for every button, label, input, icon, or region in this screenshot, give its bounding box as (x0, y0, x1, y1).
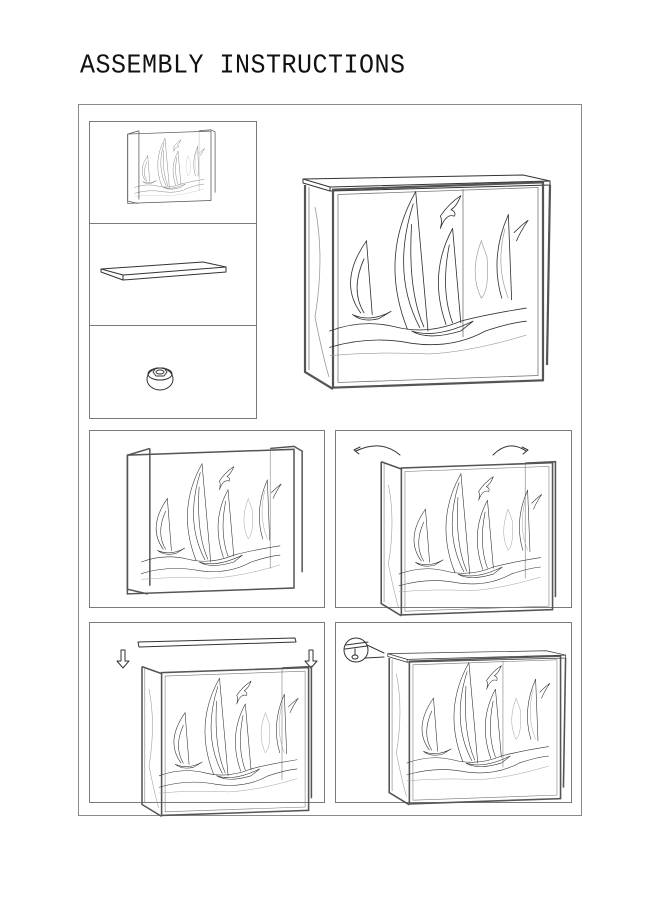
step-2-panel (335, 430, 572, 608)
down-arrow-left (116, 649, 130, 669)
rotate-arrow-right (492, 445, 529, 456)
folded-frame-icon (90, 431, 326, 609)
foot-icon (146, 367, 174, 391)
place-top-icon (116, 637, 318, 804)
part-top-panel (90, 223, 256, 325)
leveling-foot-detail (343, 637, 385, 663)
page-title: ASSEMBLY INSTRUCTIONS (80, 50, 406, 82)
unfold-frame-icon (353, 445, 573, 609)
step-4-panel (335, 622, 572, 803)
instructions-frame (78, 104, 582, 816)
down-arrow-right (304, 649, 318, 669)
attach-feet-icon (343, 637, 573, 804)
rotate-arrow-left (353, 445, 401, 456)
step-3-panel (89, 622, 325, 803)
sailboat-frame-icon (90, 122, 256, 223)
parts-list (89, 121, 257, 419)
assembled-console-table-icon (285, 155, 585, 405)
part-foot (90, 325, 256, 420)
panel-icon (100, 261, 227, 281)
step-1-panel (89, 430, 325, 608)
part-frame (90, 122, 256, 223)
